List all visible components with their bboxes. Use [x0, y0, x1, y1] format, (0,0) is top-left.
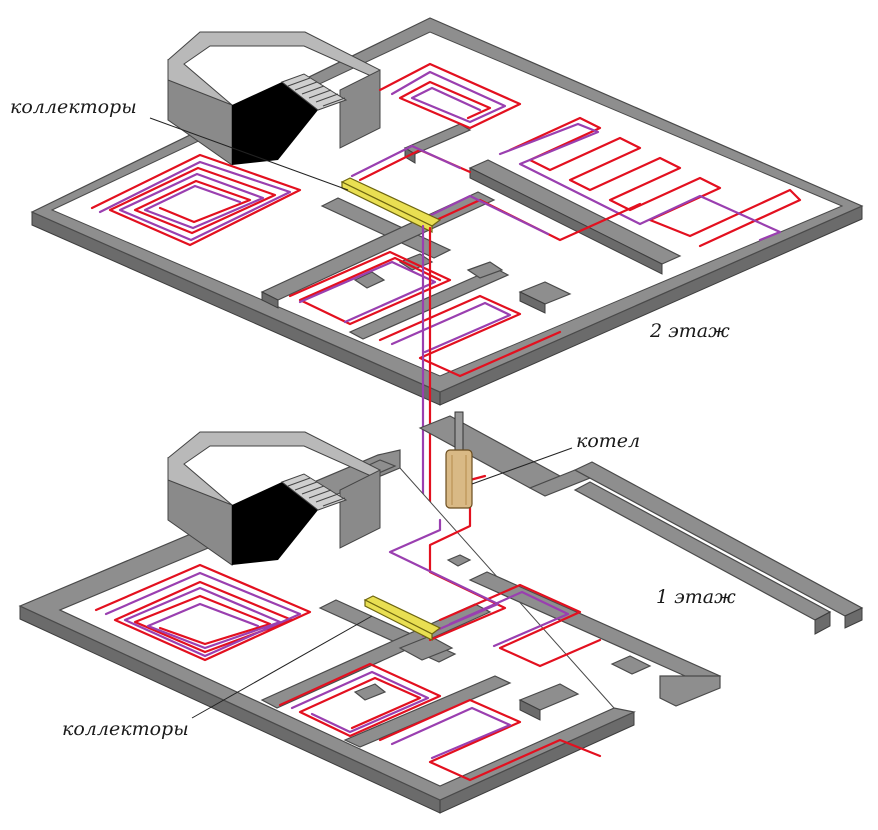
leader-collectors-top	[149, 117, 349, 191]
boiler-icon	[445, 411, 473, 509]
leader-collectors-bottom	[191, 615, 373, 719]
collectors-top-label: коллекторы	[10, 96, 137, 118]
collectors-bottom-label: коллекторы	[62, 718, 189, 740]
floor-2-plan	[30, 17, 864, 406]
staircase-icon	[167, 31, 381, 166]
staircase-icon	[167, 431, 381, 566]
leader-boiler	[471, 447, 573, 485]
floor-1-plan	[18, 415, 864, 814]
floor-2-label: 2 этаж	[650, 320, 730, 342]
boiler-label: котел	[576, 430, 641, 452]
floor-1-label: 1 этаж	[656, 586, 736, 608]
